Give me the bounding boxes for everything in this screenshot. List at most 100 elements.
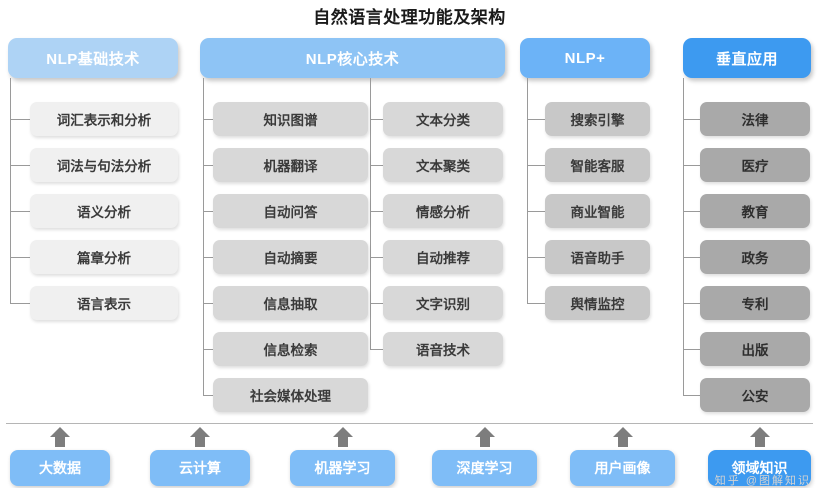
leaf-box-label: 语义分析 (77, 205, 131, 220)
foundation-pill-3[interactable]: 机器学习 (290, 450, 395, 486)
leaf-box[interactable]: 信息抽取 (213, 286, 368, 320)
leaf-box-label: 语音助手 (570, 251, 625, 266)
header-pill-4[interactable]: 垂直应用 (683, 38, 811, 78)
trunk-line-nlp-plus (527, 78, 528, 303)
foundation-divider (6, 423, 813, 424)
leaf-box[interactable]: 篇章分析 (30, 240, 178, 274)
connector-stub (10, 119, 30, 120)
leaf-box[interactable]: 专利 (700, 286, 810, 320)
trunk-line-nlp-core-left (203, 78, 204, 395)
leaf-box-label: 文本聚类 (416, 159, 470, 174)
header-pill-2[interactable]: NLP核心技术 (200, 38, 505, 78)
leaf-box-label: 舆情监控 (570, 297, 625, 312)
page-title: 自然语言处理功能及架构 (313, 8, 506, 27)
leaf-box-label: 文本分类 (416, 113, 470, 128)
foundation-pill-label: 深度学习 (456, 460, 513, 476)
leaf-box[interactable]: 情感分析 (383, 194, 503, 228)
foundation-pill-2[interactable]: 云计算 (150, 450, 250, 486)
leaf-box[interactable]: 词汇表示和分析 (30, 102, 178, 136)
header-pill-label: 垂直应用 (715, 50, 778, 68)
leaf-box[interactable]: 文本分类 (383, 102, 503, 136)
leaf-box-label: 词汇表示和分析 (56, 113, 152, 128)
connector-stub (683, 303, 700, 304)
watermark: 知乎 @图解知识 (714, 475, 811, 487)
connector-stub (10, 165, 30, 166)
leaf-box[interactable]: 信息检索 (213, 332, 368, 366)
leaf-box[interactable]: 公安 (700, 378, 810, 412)
leaf-box-label: 信息检索 (263, 343, 318, 358)
leaf-box-label: 政务 (741, 251, 769, 266)
leaf-box-label: 篇章分析 (77, 251, 131, 266)
leaf-box[interactable]: 语音助手 (545, 240, 650, 274)
connector-stub (203, 211, 213, 212)
foundation-pill-1[interactable]: 大数据 (10, 450, 110, 486)
leaf-box-label: 词法与句法分析 (56, 159, 152, 174)
leaf-box[interactable]: 文字识别 (383, 286, 503, 320)
connector-stub (370, 165, 383, 166)
leaf-box-label: 知识图谱 (263, 113, 318, 128)
foundation-pill-label: 大数据 (39, 460, 81, 476)
leaf-box[interactable]: 政务 (700, 240, 810, 274)
leaf-box-label: 出版 (741, 343, 769, 358)
leaf-box[interactable]: 医疗 (700, 148, 810, 182)
leaf-box[interactable]: 出版 (700, 332, 810, 366)
header-pill-3[interactable]: NLP+ (520, 38, 650, 78)
leaf-box[interactable]: 自动推荐 (383, 240, 503, 274)
leaf-box[interactable]: 文本聚类 (383, 148, 503, 182)
leaf-box-label: 社会媒体处理 (250, 389, 331, 404)
leaf-box-label: 智能客服 (570, 159, 625, 174)
connector-stub (203, 395, 213, 396)
leaf-box-label: 专利 (741, 297, 769, 312)
leaf-box[interactable]: 社会媒体处理 (213, 378, 368, 412)
connector-stub (10, 211, 30, 212)
leaf-box-label: 情感分析 (416, 205, 470, 220)
connector-stub (683, 395, 700, 396)
connector-stub (527, 303, 545, 304)
foundation-pill-5[interactable]: 用户画像 (570, 450, 675, 486)
leaf-box-label: 医疗 (741, 159, 769, 174)
leaf-box-label: 公安 (741, 389, 769, 404)
leaf-box-label: 商业智能 (570, 205, 625, 220)
trunk-line-nlp-core-right (370, 78, 371, 349)
leaf-box[interactable]: 智能客服 (545, 148, 650, 182)
up-arrow-icon (48, 426, 72, 448)
leaf-box[interactable]: 语音技术 (383, 332, 503, 366)
connector-stub (527, 257, 545, 258)
leaf-box-label: 搜索引擎 (570, 113, 625, 128)
foundation-pill-4[interactable]: 深度学习 (432, 450, 537, 486)
header-pill-1[interactable]: NLP基础技术 (8, 38, 178, 78)
leaf-box-label: 教育 (741, 205, 769, 220)
foundation-pill-label: 领域知识 (731, 460, 788, 476)
leaf-box-label: 自动摘要 (263, 251, 318, 266)
up-arrow-icon (331, 426, 355, 448)
leaf-box[interactable]: 舆情监控 (545, 286, 650, 320)
connector-stub (203, 349, 213, 350)
leaf-box[interactable]: 语义分析 (30, 194, 178, 228)
leaf-box[interactable]: 自动问答 (213, 194, 368, 228)
connector-stub (527, 165, 545, 166)
connector-stub (370, 303, 383, 304)
connector-stub (527, 211, 545, 212)
up-arrow-icon (473, 426, 497, 448)
leaf-box[interactable]: 商业智能 (545, 194, 650, 228)
leaf-box[interactable]: 自动摘要 (213, 240, 368, 274)
leaf-box[interactable]: 机器翻译 (213, 148, 368, 182)
connector-stub (527, 119, 545, 120)
connector-stub (370, 257, 383, 258)
foundation-pill-label: 用户画像 (594, 460, 651, 476)
leaf-box-label: 语音技术 (416, 343, 470, 358)
connector-stub (683, 211, 700, 212)
connector-stub (10, 303, 30, 304)
leaf-box[interactable]: 知识图谱 (213, 102, 368, 136)
up-arrow-icon (748, 426, 772, 448)
connector-stub (683, 257, 700, 258)
leaf-box-label: 文字识别 (416, 297, 470, 312)
leaf-box[interactable]: 词法与句法分析 (30, 148, 178, 182)
leaf-box[interactable]: 法律 (700, 102, 810, 136)
leaf-box[interactable]: 语言表示 (30, 286, 178, 320)
leaf-box[interactable]: 教育 (700, 194, 810, 228)
leaf-box-label: 信息抽取 (263, 297, 318, 312)
leaf-box[interactable]: 搜索引擎 (545, 102, 650, 136)
foundation-pill-6[interactable]: 领域知识 (708, 450, 811, 486)
